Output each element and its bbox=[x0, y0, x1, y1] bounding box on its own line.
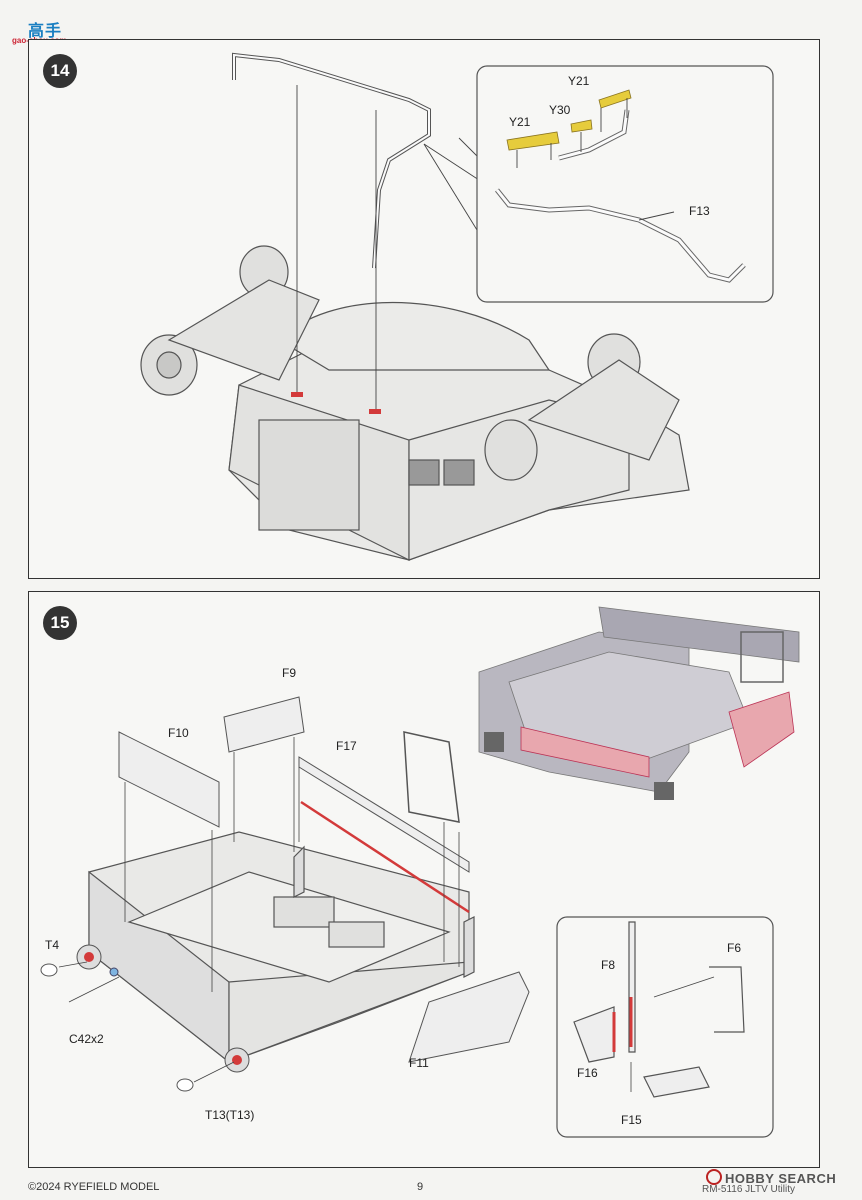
step-14-illustration: Y21 Y30 Y21 F13 bbox=[140, 52, 774, 561]
red-marker-right bbox=[369, 409, 381, 414]
hobby-search-logo: HOBBY SEARCH bbox=[706, 1169, 836, 1186]
hobby-search-text: HOBBY SEARCH bbox=[725, 1171, 837, 1186]
label-f10: F10 bbox=[168, 726, 189, 740]
step-15-panel: 15 bbox=[28, 591, 820, 1168]
footer-model-code: RM-5116 JLTV Utility bbox=[702, 1184, 795, 1195]
label-t4: T4 bbox=[45, 938, 59, 952]
label-f6: F6 bbox=[727, 941, 741, 955]
label-f9: F9 bbox=[282, 666, 296, 680]
detail-callout-box bbox=[556, 916, 774, 1138]
yellow-parts-group bbox=[506, 89, 632, 151]
step-number-badge: 14 bbox=[43, 54, 77, 88]
site-watermark-logo: 高手网 gao-shou.com bbox=[6, 8, 76, 64]
label-f15: F15 bbox=[621, 1113, 642, 1127]
label-f13: F13 bbox=[689, 204, 710, 218]
step-14-panel: 14 bbox=[28, 39, 820, 579]
detail-callout-box bbox=[476, 65, 774, 303]
label-f16: F16 bbox=[577, 1066, 598, 1080]
label-y21-left: Y21 bbox=[509, 115, 531, 129]
footer-copyright: ©2024 RYEFIELD MODEL bbox=[28, 1181, 160, 1193]
label-y30: Y30 bbox=[549, 103, 571, 117]
page-number: 9 bbox=[417, 1181, 424, 1193]
hobby-search-icon bbox=[706, 1169, 722, 1185]
label-f17: F17 bbox=[336, 739, 357, 753]
label-f11: F11 bbox=[409, 1056, 429, 1070]
red-marker-left bbox=[291, 392, 303, 397]
step-15-illustration: F9 F10 F17 T4 C42x2 F11 T13(T13) F6 F8 F… bbox=[40, 606, 800, 1138]
label-f8: F8 bbox=[601, 958, 615, 972]
label-t13: T13(T13) bbox=[205, 1108, 254, 1122]
label-y21-top: Y21 bbox=[568, 74, 590, 88]
label-c42x2: C42x2 bbox=[69, 1032, 104, 1046]
reference-render bbox=[478, 606, 800, 800]
step-number-badge: 15 bbox=[43, 606, 77, 640]
